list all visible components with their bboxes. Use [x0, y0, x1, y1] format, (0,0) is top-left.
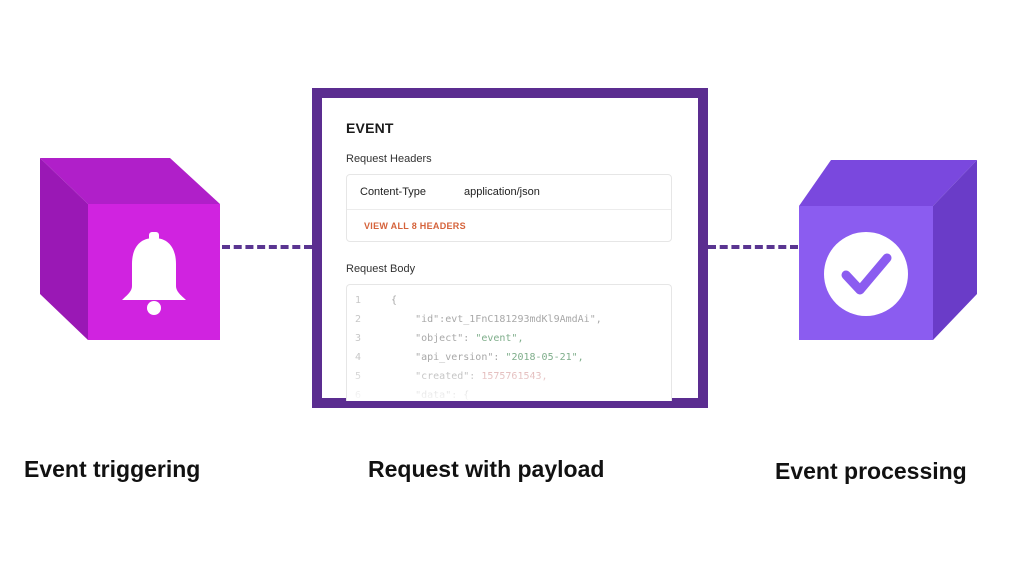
connector-right	[708, 245, 798, 249]
code-separator: :	[493, 352, 506, 363]
code-key: {	[391, 295, 398, 306]
connector-left	[222, 245, 312, 249]
event-processing-cube	[795, 158, 981, 344]
code-line: 3 "object": "event",	[347, 333, 671, 351]
cube-right-face	[933, 160, 977, 340]
cube-top-face	[40, 158, 220, 204]
code-text: "api_version": "2018-05-21",	[391, 352, 584, 363]
code-indent	[391, 314, 415, 325]
panel-title: EVENT	[346, 120, 394, 136]
code-line: 4 "api_version": "2018-05-21",	[347, 352, 671, 370]
code-line: 2 "id":evt_1FnC181293mdKl9AmdAi",	[347, 314, 671, 332]
code-line: 1{	[347, 295, 671, 313]
code-value: "event",	[475, 333, 524, 344]
caption-event-processing: Event processing	[775, 458, 967, 484]
code-key: "api_version"	[415, 352, 494, 363]
code-text: {	[391, 295, 397, 306]
header-row: Content-Type application/json	[347, 175, 671, 210]
code-value: "2018-05-21",	[505, 352, 584, 363]
code-key: "object"	[415, 333, 464, 344]
code-separator: :	[463, 333, 476, 344]
code-text: "id":evt_1FnC181293mdKl9AmdAi",	[391, 314, 602, 325]
line-number: 3	[355, 333, 362, 344]
line-number: 2	[355, 314, 362, 325]
caption-event-triggering: Event triggering	[24, 456, 201, 482]
view-all-headers-link[interactable]: VIEW ALL 8 HEADERS	[364, 221, 466, 231]
header-key: Content-Type	[360, 186, 427, 198]
check-circle-icon	[824, 232, 908, 316]
code-value: evt_1FnC181293mdKl9AmdAi",	[445, 314, 602, 325]
code-indent	[391, 333, 415, 344]
event-trigger-cube	[38, 156, 224, 342]
bell-icon	[122, 232, 186, 315]
header-value: application/json	[464, 186, 540, 198]
code-fade	[347, 361, 671, 401]
request-body-label: Request Body	[346, 263, 416, 275]
request-headers-label: Request Headers	[346, 153, 432, 165]
cube-left-face	[40, 158, 88, 340]
line-number: 4	[355, 352, 362, 363]
event-panel: EVENT Request Headers Content-Type appli…	[312, 88, 708, 408]
code-key: "id":	[415, 314, 446, 325]
request-body-code: 1{2 "id":evt_1FnC181293mdKl9AmdAi",3 "ob…	[346, 284, 672, 401]
cube-top-face	[799, 160, 977, 206]
code-text: "object": "event",	[391, 333, 523, 344]
caption-request-with-payload: Request with payload	[368, 456, 605, 482]
headers-table: Content-Type application/json VIEW ALL 8…	[346, 174, 672, 242]
line-number: 1	[355, 295, 362, 306]
